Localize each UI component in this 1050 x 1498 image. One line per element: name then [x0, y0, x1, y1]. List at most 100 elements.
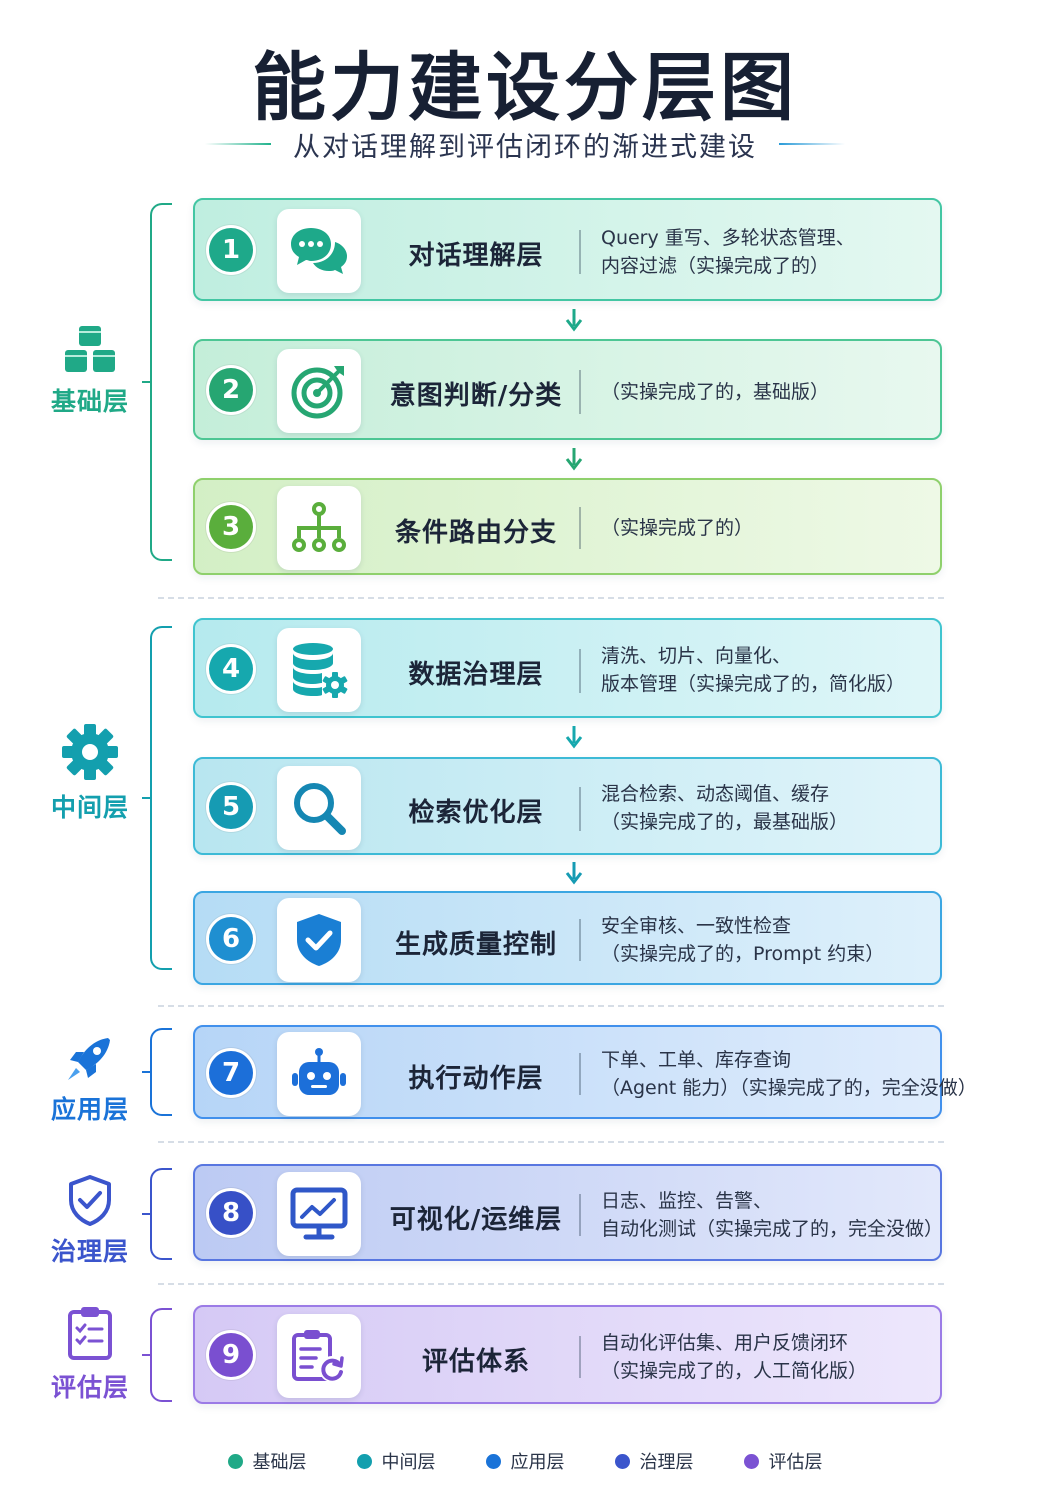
- clipboard-checklist-icon: [68, 1307, 112, 1360]
- layer-desc-7: 下单、工单、库存查询 （Agent 能力）（实操完成了的，完全没做）: [601, 1046, 977, 1102]
- layer-divider-2: [579, 370, 581, 414]
- layer-number-5: 5: [209, 785, 253, 829]
- bracket-middle: [142, 626, 172, 970]
- rocket-icon: [68, 1038, 110, 1080]
- page-subtitle: 从对话理解到评估闭环的渐进式建设: [293, 131, 757, 163]
- layer-title-6: 生成质量控制: [394, 930, 557, 960]
- group-foundation: 基础层: [30, 324, 150, 418]
- cubes-icon: [65, 326, 115, 372]
- bracket-foundation: [142, 203, 172, 561]
- layer-divider-7: [579, 1053, 581, 1095]
- group-governance: 治理层: [30, 1174, 150, 1268]
- shield-check-icon: [297, 914, 341, 966]
- legend-dot-middle: [356, 1453, 372, 1469]
- group-label-application: 应用层: [50, 1095, 129, 1124]
- layer-desc-9-line1: 自动化评估集、用户反馈闭环: [601, 1332, 849, 1354]
- legend-label-foundation: 基础层: [252, 1452, 307, 1473]
- layer-title-7: 执行动作层: [408, 1064, 544, 1094]
- layer-desc-3: （实操完成了的）: [601, 514, 941, 542]
- layer-desc-9-line2: （实操完成了的，人工简化版）: [601, 1360, 868, 1382]
- group-label-evaluation: 评估层: [50, 1373, 129, 1402]
- layer-card-1[interactable]: 1 对话理解层 Query 重写、多轮状态管理、 内容过滤（实操完成了的）: [193, 198, 942, 301]
- bracket-governance: [142, 1168, 172, 1260]
- legend-item-foundation: 基础层: [227, 1448, 307, 1474]
- layer-icon-box-1: [277, 209, 361, 293]
- layer-number-2: 2: [209, 368, 253, 412]
- layer-card-3[interactable]: 3 条件路由分支 （实操完成了的）: [193, 478, 942, 575]
- layer-title-3: 条件路由分支: [394, 518, 557, 548]
- layer-desc-5-line2: （实操完成了的，最基础版）: [601, 811, 849, 833]
- gear-icon: [62, 724, 118, 780]
- layer-number-9: 9: [209, 1333, 253, 1377]
- bracket-application: [142, 1028, 172, 1116]
- group-evaluation: 评估层: [30, 1304, 150, 1404]
- layer-icon-box-5: [277, 766, 361, 850]
- group-label-middle: 中间层: [50, 793, 129, 822]
- chat-bubbles-icon: [291, 228, 347, 274]
- layer-desc-6-line2: （实操完成了的，Prompt 约束）: [601, 943, 885, 965]
- layer-divider-1: [579, 230, 581, 274]
- layer-icon-box-8: [277, 1172, 361, 1256]
- layer-desc-6-line1: 安全审核、一致性检查: [601, 915, 792, 937]
- group-middle: 中间层: [30, 722, 150, 824]
- legend-dot-evaluation: [743, 1453, 759, 1469]
- legend-label-governance: 治理层: [639, 1452, 694, 1473]
- layer-divider-6: [579, 919, 581, 961]
- layer-icon-box-4: [277, 628, 361, 712]
- layer-title-1: 对话理解层: [408, 241, 544, 271]
- down-arrow-icon-1: [565, 309, 583, 332]
- separator-4: [158, 1283, 944, 1285]
- layer-divider-9: [579, 1336, 581, 1378]
- layer-desc-5-line1: 混合检索、动态阈值、缓存: [601, 783, 830, 805]
- page-title: 能力建设分层图: [252, 45, 798, 131]
- subtitle-row: 从对话理解到评估闭环的渐进式建设: [0, 124, 1050, 164]
- layer-number-8: 8: [209, 1191, 253, 1235]
- layer-title-5: 检索优化层: [408, 798, 544, 828]
- layer-card-5[interactable]: 5 检索优化层 混合检索、动态阈值、缓存 （实操完成了的，最基础版）: [193, 757, 942, 855]
- search-icon: [294, 783, 346, 835]
- robot-icon: [292, 1048, 346, 1095]
- legend-item-governance: 治理层: [614, 1448, 694, 1474]
- shield-check-icon: [69, 1175, 111, 1226]
- down-arrow-icon-4: [565, 726, 583, 749]
- legend-dot-governance: [614, 1453, 630, 1469]
- layer-icon-box-6: [277, 898, 361, 982]
- layer-desc-2: （实操完成了的，基础版）: [601, 378, 941, 406]
- separator-2: [158, 1005, 944, 1007]
- layer-desc-1: Query 重写、多轮状态管理、 内容过滤（实操完成了的）: [601, 224, 941, 280]
- layer-card-8[interactable]: 8 可视化/运维层 日志、监控、告警、 自动化测试（实操完成了的，完全没做）: [193, 1164, 943, 1261]
- layer-card-4[interactable]: 4 数据治理层 清洗、切片、向量化、 版本管理（实操完成了的，简化版）: [193, 618, 942, 718]
- layer-desc-7-line2: （Agent 能力）（实操完成了的，完全没做）: [601, 1077, 977, 1099]
- layer-number-1: 1: [209, 228, 253, 272]
- layer-card-2[interactable]: 2 意图判断/分类 （实操完成了的，基础版）: [193, 339, 942, 440]
- legend-item-evaluation: 评估层: [743, 1448, 823, 1474]
- layer-divider-8: [579, 1194, 581, 1236]
- layer-divider-5: [579, 787, 581, 831]
- layer-desc-5: 混合检索、动态阈值、缓存 （实操完成了的，最基础版）: [601, 780, 941, 836]
- legend-dot-foundation: [227, 1453, 243, 1469]
- layer-card-7[interactable]: 7 执行动作层 下单、工单、库存查询 （Agent 能力）（实操完成了的，完全没…: [193, 1025, 977, 1119]
- layer-divider-4: [579, 649, 581, 693]
- layer-title-2: 意图判断/分类: [389, 381, 563, 411]
- down-arrow-icon-5: [565, 862, 583, 885]
- legend: 基础层 中间层 应用层 治理层 评估层: [0, 1448, 1050, 1474]
- separator-1: [158, 597, 944, 599]
- layer-desc-4-line2: 版本管理（实操完成了的，简化版）: [601, 673, 906, 695]
- legend-label-middle: 中间层: [381, 1452, 436, 1473]
- legend-dot-application: [485, 1453, 501, 1469]
- layer-desc-2-line1: （实操完成了的，基础版）: [601, 381, 830, 403]
- layer-number-4: 4: [209, 647, 253, 691]
- layer-desc-8-line1: 日志、监控、告警、: [601, 1190, 773, 1212]
- layer-card-6[interactable]: 6 生成质量控制 安全审核、一致性检查 （实操完成了的，Prompt 约束）: [193, 891, 942, 985]
- layer-number-6: 6: [209, 917, 253, 961]
- layer-desc-4: 清洗、切片、向量化、 版本管理（实操完成了的，简化版）: [601, 642, 941, 698]
- legend-item-middle: 中间层: [356, 1448, 436, 1474]
- layer-desc-1-line1: Query 重写、多轮状态管理、: [601, 227, 855, 249]
- layer-title-9: 评估体系: [421, 1347, 530, 1377]
- layer-number-7: 7: [209, 1051, 253, 1095]
- clipboard-refresh-icon: [292, 1330, 345, 1382]
- layer-desc-9: 自动化评估集、用户反馈闭环 （实操完成了的，人工简化版）: [601, 1329, 941, 1385]
- layer-desc-6: 安全审核、一致性检查 （实操完成了的，Prompt 约束）: [601, 912, 941, 968]
- layer-desc-1-line2: 内容过滤（实操完成了的）: [601, 255, 830, 277]
- layer-card-9[interactable]: 9 评估体系 自动化评估集、用户反馈闭环 （实操完成了的，人工简化版）: [193, 1305, 942, 1404]
